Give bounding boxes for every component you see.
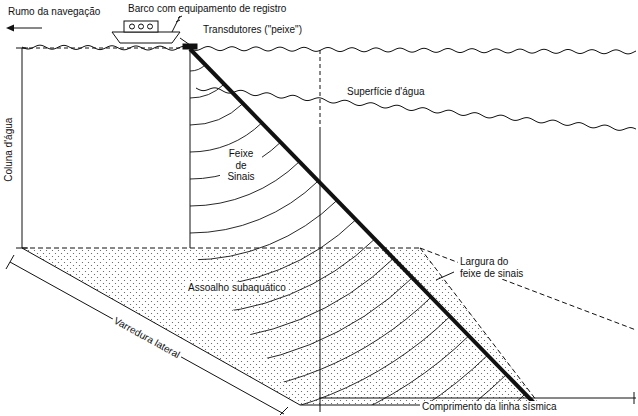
beam-arc (190, 220, 356, 287)
beam-arc (190, 200, 337, 260)
heading-arrow (12, 28, 42, 29)
heading-label: Rumo da navegação (8, 6, 100, 18)
transducer-label: Transdutores ("peixe") (203, 24, 302, 36)
beam-arc (190, 84, 224, 98)
water-column-line (22, 48, 23, 248)
boat (112, 16, 190, 45)
beam-arc (190, 65, 205, 71)
surface-label: Superfície d'água (345, 86, 427, 98)
floor-label: Assoalho subaquático (186, 282, 288, 294)
beam-label: Feixe de Sinais (220, 148, 262, 183)
arrow-head (6, 25, 14, 32)
water-surface (22, 45, 636, 54)
leader-line (436, 272, 454, 280)
side-scan-label: Varredura lateral (110, 314, 184, 362)
line-length-dimension (320, 398, 636, 399)
beam-arc (190, 104, 243, 125)
beam-arc (190, 239, 375, 314)
beam-arc (190, 316, 450, 416)
beam-arc (190, 181, 318, 233)
beam-width-line (190, 49, 536, 405)
water-column-label: Coluna d'água (3, 118, 15, 182)
beam-arc (190, 297, 431, 395)
vertical-beam-edge (190, 49, 191, 248)
beam-arc (190, 413, 544, 416)
signal-beam-arcs (190, 65, 544, 416)
line-length-label: Comprimento da linha sísmica (420, 401, 559, 413)
boat-label: Barco com equipamento de registro (128, 3, 286, 15)
beam-width-label: Largura do feixe de sinais (458, 256, 534, 279)
beam-arc (190, 258, 394, 341)
